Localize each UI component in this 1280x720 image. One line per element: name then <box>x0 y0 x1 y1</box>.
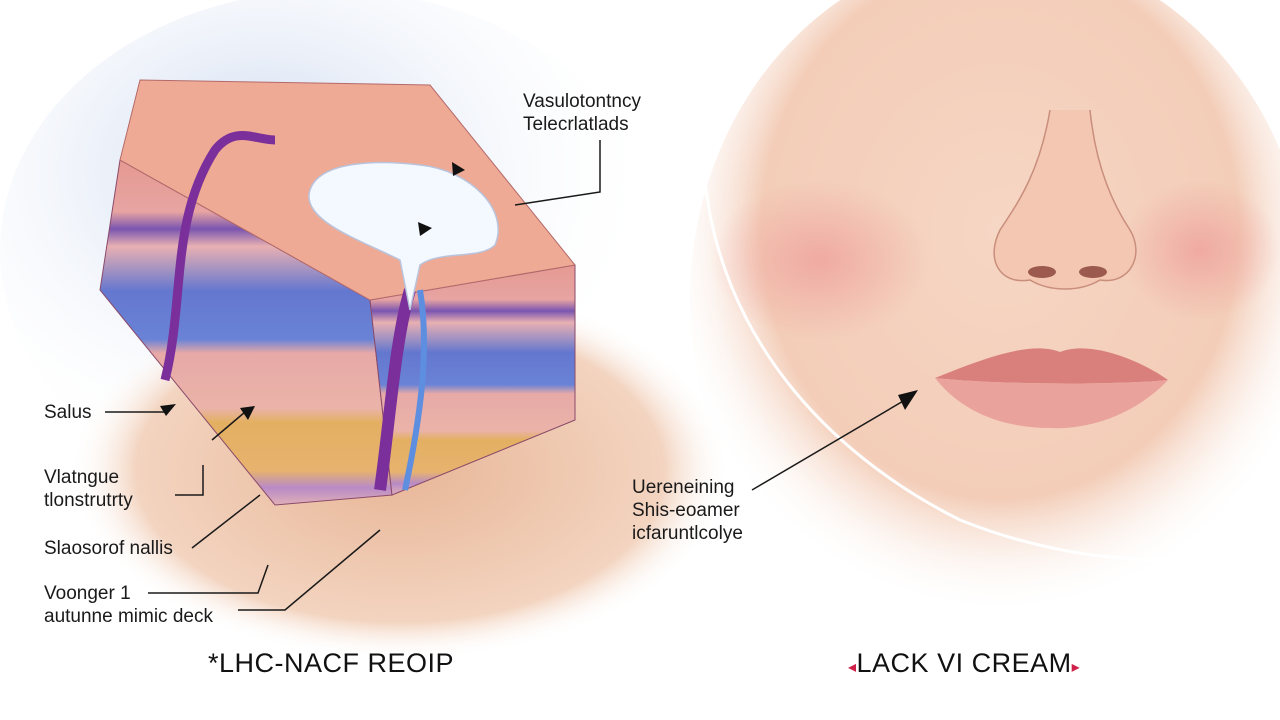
arrow-icon <box>452 162 465 176</box>
arrow-icon <box>240 406 255 420</box>
title-mark-left: ◂ <box>848 659 857 676</box>
nostril <box>1028 266 1056 278</box>
cheek-blush <box>710 180 930 340</box>
label-line: Vlatngue <box>44 467 120 488</box>
label-vasulotontncy: Vasulotontncy Telecrlatlads <box>523 90 641 136</box>
label-vlatngue: Vlatngue tlonstrutrty <box>44 466 133 512</box>
label-salus: Salus <box>44 402 92 423</box>
jaw-line <box>703 179 1181 562</box>
arrow-icon <box>898 390 918 410</box>
title-mark-right: ▸ <box>1071 659 1081 676</box>
upper-lip <box>935 348 1168 384</box>
arrow-icon <box>160 404 176 416</box>
nose <box>993 109 1137 290</box>
label-line: Voonger 1 <box>44 583 131 604</box>
label-line: autunne mimic deck <box>44 606 213 627</box>
blood-vessel <box>160 131 276 382</box>
label-line: Shis-eoamer <box>632 500 740 521</box>
arrow-icon <box>418 222 432 236</box>
cheek-blush <box>1120 180 1280 320</box>
cream-dollop <box>308 161 499 311</box>
leader-lines <box>105 140 906 611</box>
lower-lip <box>935 378 1168 429</box>
right-panel-title: ◂LACK VI CREAM▸ <box>848 648 1080 679</box>
nostril <box>1079 266 1107 278</box>
left-panel-title: *LHC-NACF REOIP <box>208 648 455 678</box>
label-uereneining: Uereneining Shis-eoamer icfaruntlcolye <box>632 476 743 545</box>
label-line: Vasulotontncy <box>523 91 641 112</box>
label-slaosorof: Slaosorof nallis <box>44 538 173 559</box>
title-text: LACK VI CREAM <box>856 648 1072 678</box>
face <box>690 0 1280 650</box>
label-line: tlonstrutrty <box>44 490 133 511</box>
blood-vessel <box>402 289 428 491</box>
label-line: icfaruntlcolye <box>632 523 743 544</box>
blood-vessel <box>374 288 416 491</box>
label-line: Telecrlatlads <box>523 114 629 135</box>
label-line: Uereneining <box>632 477 735 498</box>
label-voonger: Voonger 1 autunne mimic deck <box>44 582 213 628</box>
